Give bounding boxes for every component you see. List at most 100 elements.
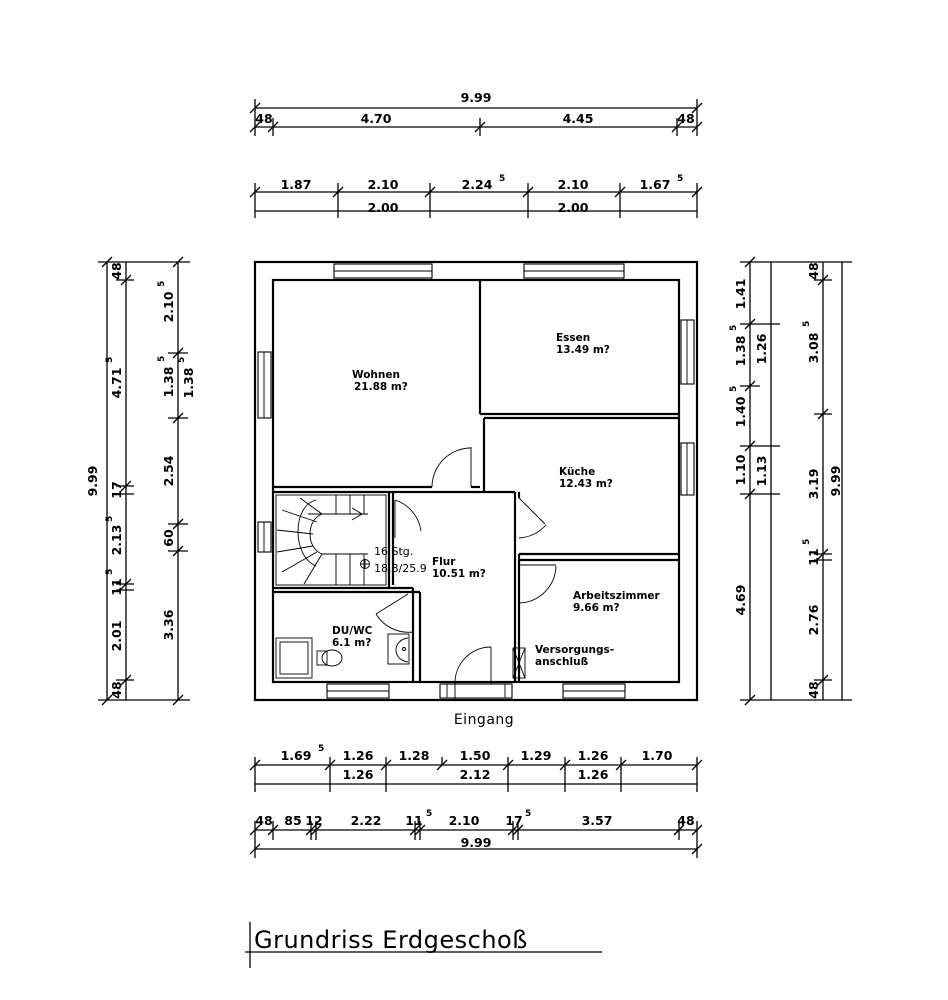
dim-label: 3.08 [806,333,821,364]
top-total-label: 9.99 [461,90,492,105]
dim-label: 2.10 [558,177,589,192]
dim-superscript: 5 [729,325,739,331]
top-dimension-lines [249,99,703,218]
room-name-essen: Essen [556,332,590,344]
dim-label: 2.54 [161,455,176,486]
page-title: Grundriss Erdgeschoß [254,926,528,954]
room-area-flur: 10.51 m? [432,568,486,580]
dim-label: 48 [109,262,124,279]
dim-label: 85 [284,813,301,828]
room-name-duwc: DU/WC [332,625,373,637]
dim-label: 48 [677,813,694,828]
staircase: 16 Stg. 18.8/25.9 [275,494,427,586]
dim-label: 2.00 [558,200,589,215]
dim-label: 1.13 [754,456,769,487]
dim-label: 2.10 [368,177,399,192]
right-dimension-lines [740,256,852,706]
dim-superscript: 5 [499,174,505,184]
dim-label: 2.24 [462,177,493,192]
dim-superscript: 5 [729,386,739,392]
right-total-label: 9.99 [828,466,843,497]
room-area-wohnen: 21.88 m? [354,381,408,393]
dim-label: 48 [677,111,694,126]
dim-superscript: 5 [157,356,167,362]
dim-label: 1.70 [642,748,673,763]
dim-label: 1.38 [161,367,176,398]
dim-superscript: 5 [105,516,115,522]
dim-label: 4.71 [109,368,124,399]
dim-label: 2.76 [806,604,821,635]
dim-label: 1.50 [460,748,491,763]
dim-label: 48 [109,681,124,698]
right-dimension-labels: 1.41 1.38 5 1.26 1.40 5 1.10 1.13 4.69 4… [729,262,843,698]
bottom-dimension-lines [249,757,703,858]
dim-label: 60 [161,529,176,547]
dim-superscript: 5 [157,281,167,287]
dim-label: 2.00 [368,200,399,215]
room-name-arbeitszimmer: Arbeitszimmer [573,590,661,602]
walls [253,260,699,702]
left-dimension-lines [98,256,190,706]
room-area-duwc: 6.1 m? [332,637,371,649]
dim-label: 1.87 [281,177,312,192]
bottom-dimension-labels: 1.69 5 1.26 1.28 1.50 1.29 1.26 1.70 1.2… [255,744,694,850]
title-block: Grundriss Erdgeschoß [245,922,602,968]
dim-label: 1.26 [578,748,609,763]
windows [257,263,695,699]
dim-label: 1.26 [578,767,609,782]
dim-label: 1.26 [343,767,374,782]
dim-label: 11 [109,578,124,595]
dim-label: 2.10 [161,291,176,322]
dim-label: 3.19 [806,469,821,500]
dim-superscript: 5 [525,809,531,819]
dim-label: 17 [505,813,522,828]
left-dimension-labels: 9.99 48 4.71 5 17 2.13 5 11 5 2.01 48 2.… [85,262,196,698]
dim-label: 2.13 [109,525,124,556]
dim-label: 11 [405,813,422,828]
dim-label: 1.10 [733,454,748,485]
dim-label: 1.67 [640,177,671,192]
entrance-label: Eingang [454,712,514,728]
dim-superscript: 5 [802,539,812,545]
dim-superscript: 5 [802,321,812,327]
dim-label: 1.38 [733,336,748,367]
dim-label: 3.57 [582,813,613,828]
dim-label: 1.40 [733,396,748,427]
dim-label: 48 [806,262,821,279]
dim-label: 1.28 [399,748,430,763]
dim-label: 2.01 [109,621,124,652]
dim-label: 1.26 [343,748,374,763]
dim-label: 48 [255,111,272,126]
dim-superscript: 5 [677,174,683,184]
dim-label: 4.45 [563,111,594,126]
room-name-versorgung-2: anschluß [535,656,589,668]
dim-label: 11 [806,548,821,565]
dim-label: 1.41 [733,279,748,310]
room-labels: Wohnen 21.88 m? Essen 13.49 m? Küche 12.… [332,332,661,668]
left-total-label: 9.99 [85,466,100,497]
dim-label: 2.22 [351,813,382,828]
stair-steps-label: 16 Stg. [374,545,413,558]
room-area-kueche: 12.43 m? [559,478,613,490]
dim-label: 1.29 [521,748,552,763]
dim-label: 17 [109,481,124,498]
dim-label: 4.69 [733,585,748,616]
dim-superscript: 5 [105,569,115,575]
room-name-flur: Flur [432,556,456,568]
dim-label: 3.36 [161,609,176,640]
dim-label: 48 [255,813,272,828]
room-name-wohnen: Wohnen [352,369,400,381]
utility-connection-box [512,647,526,679]
room-area-arbeitszimmer: 9.66 m? [573,602,620,614]
room-name-kueche: Küche [559,466,595,478]
dim-label: 4.70 [361,111,392,126]
dim-label: 2.10 [449,813,480,828]
dim-label: 12 [305,813,322,828]
dim-superscript: 5 [105,357,115,363]
stair-ratio-label: 18.8/25.9 [374,562,427,575]
dim-superscript: 5 [318,744,324,754]
room-name-versorgung: Versorgungs- [535,644,614,656]
top-dimension-labels: 9.99 48 4.70 4.45 48 1.87 2.10 2.24 5 2.… [255,90,694,215]
dim-label: 2.12 [460,767,491,782]
